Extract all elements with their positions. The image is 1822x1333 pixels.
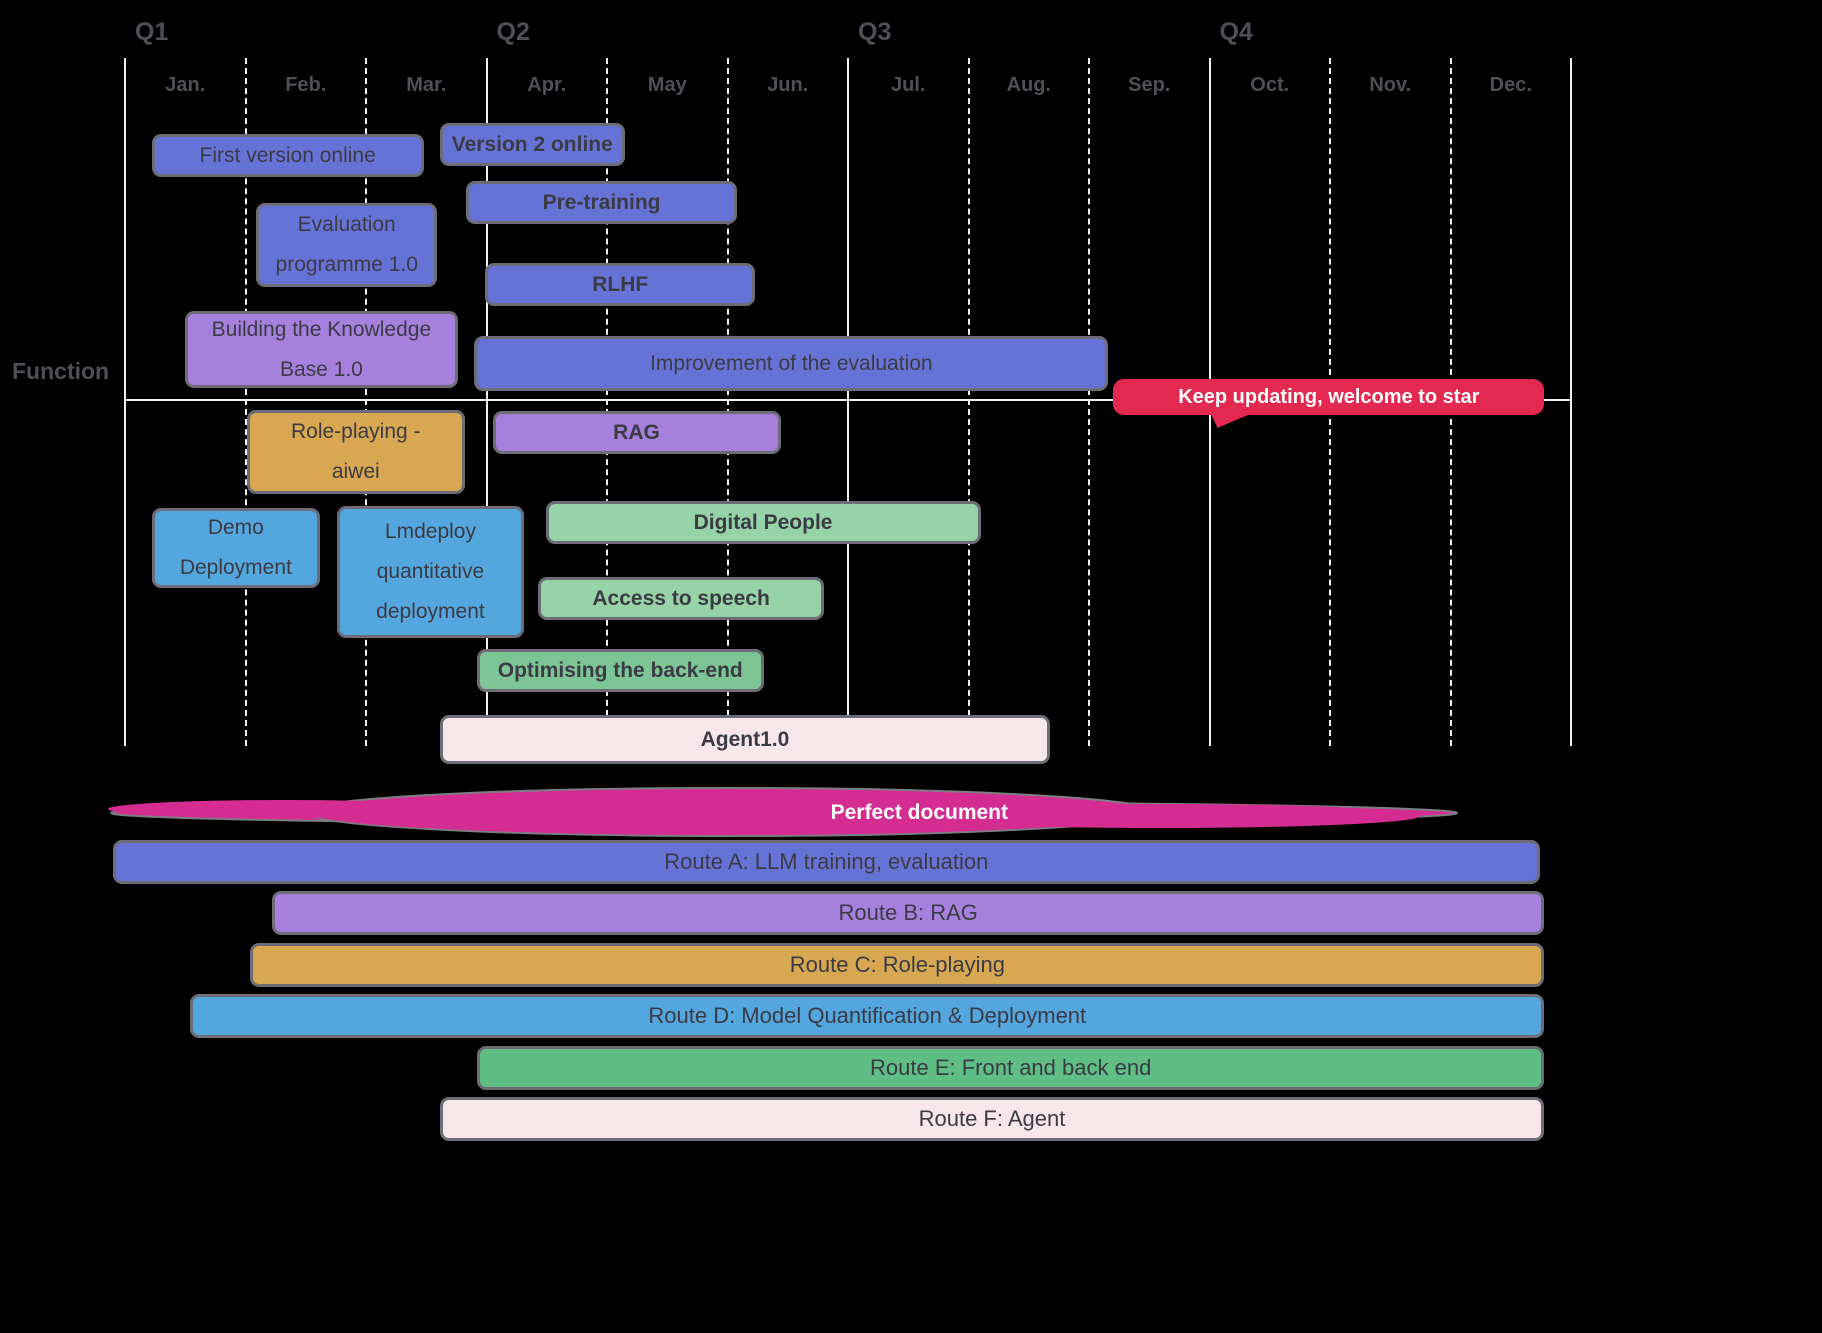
- task-bar-evaluation-programme-1-0: Evaluation programme 1.0: [256, 203, 438, 287]
- month-gridline: [726, 58, 729, 746]
- task-label: Deployment: [179, 556, 292, 579]
- month-gridline: [365, 58, 367, 746]
- month-label-feb: Feb.: [285, 74, 327, 96]
- month-gridline: [606, 58, 608, 746]
- task-bar-rlhf: RLHF: [485, 263, 756, 306]
- task-label: deployment: [376, 600, 485, 623]
- task-label: Optimising the back-end: [497, 658, 743, 682]
- callout-label: Keep updating, welcome to star: [1178, 385, 1480, 408]
- function-label: Function: [12, 358, 110, 384]
- quarter-gridline: [485, 58, 488, 746]
- month-label-jun: Jun.: [767, 74, 809, 96]
- quarter-gridline: [124, 58, 126, 746]
- quarter-label-q3: Q3: [858, 18, 892, 46]
- task-label: Role-playing -: [290, 420, 421, 443]
- quarter-gridline: [1570, 58, 1572, 746]
- route-bar-route-a-llm-training-evaluation: Route A: LLM training, evaluation: [112, 840, 1540, 884]
- quarter-label-q1: Q1: [135, 18, 169, 46]
- month-label-oct: Oct.: [1250, 74, 1290, 96]
- task-label: RLHF: [592, 272, 649, 296]
- callout-tail: [1205, 413, 1253, 428]
- route-label: Route C: Role-playing: [789, 952, 1005, 977]
- task-label: Pre-training: [542, 190, 661, 214]
- task-bar-optimising-the-back-end: Optimising the back-end: [476, 649, 764, 692]
- task-bar-agent1-0: Agent1.0: [439, 715, 1051, 764]
- route-bar-route-e-front-and-back-end: Route E: Front and back end: [476, 1046, 1545, 1090]
- task-label: programme 1.0: [275, 253, 418, 276]
- highlight-label: Perfect document: [830, 801, 1008, 824]
- task-label: Agent1.0: [700, 727, 790, 751]
- task-bar-improvement-of-the-evaluation: Improvement of the evaluation: [474, 336, 1109, 391]
- quarter-label-q2: Q2: [496, 18, 530, 46]
- month-label-dec: Dec.: [1489, 74, 1532, 96]
- task-bar-first-version-online: First version online: [151, 134, 424, 177]
- task-label: Lmdeploy: [384, 520, 476, 543]
- task-label: Digital People: [693, 510, 833, 534]
- route-label: Route F: Agent: [918, 1106, 1066, 1131]
- month-label-apr: Apr.: [527, 74, 567, 96]
- month-gridline: [1088, 58, 1090, 746]
- route-label: Route E: Front and back end: [870, 1055, 1152, 1080]
- month-label-nov: Nov.: [1369, 74, 1412, 96]
- task-label: Base 1.0: [279, 357, 363, 381]
- route-bar-route-d-model-quantification-deployment: Route D: Model Quantification & Deployme…: [190, 994, 1545, 1038]
- route-label: Route A: LLM training, evaluation: [664, 849, 989, 874]
- route-label: Route B: RAG: [838, 900, 978, 925]
- route-bar-route-f-agent: Route F: Agent: [439, 1097, 1545, 1141]
- task-label: Evaluation: [297, 213, 396, 236]
- task-bar-lmdeploy-quantitative-deployment: Lmdeploy quantitative deployment: [337, 506, 524, 638]
- task-bar-rag: RAG: [492, 411, 781, 454]
- brush-stroke-graphic: [108, 787, 1459, 837]
- route-label: Route D: Model Quantification & Deployme…: [648, 1003, 1087, 1028]
- task-bar-pre-training: Pre-training: [466, 181, 738, 224]
- route-bar-route-b-rag: Route B: RAG: [272, 891, 1545, 935]
- month-label-mar: Mar.: [406, 74, 447, 96]
- task-label: Version 2 online: [451, 132, 613, 156]
- task-label: aiwei: [331, 460, 380, 483]
- quarter-gridline: [847, 58, 849, 746]
- task-bar-version-2-online: Version 2 online: [439, 123, 626, 166]
- highlight-brush: Perfect document: [108, 786, 1460, 840]
- task-label: Improvement of the evaluation: [650, 351, 933, 375]
- quarter-label-q4: Q4: [1219, 18, 1253, 46]
- month-label-jul: Jul.: [891, 74, 926, 96]
- task-label: Demo: [207, 516, 264, 539]
- task-label: Access to speech: [592, 586, 770, 610]
- route-bar-route-c-role-playing: Route C: Role-playing: [250, 943, 1545, 987]
- task-label: quantitative: [376, 560, 485, 583]
- task-label: First version online: [199, 143, 376, 167]
- task-bar-access-to-speech: Access to speech: [538, 577, 824, 620]
- month-label-sep: Sep.: [1128, 74, 1171, 96]
- month-gridline: [967, 58, 970, 746]
- month-gridline: [244, 58, 247, 746]
- task-label: RAG: [613, 420, 660, 444]
- task-label: Building the Knowledge: [211, 317, 432, 341]
- task-bar-digital-people: Digital People: [545, 501, 981, 544]
- month-label-may: May: [647, 74, 687, 96]
- month-label-aug: Aug.: [1006, 74, 1051, 96]
- function-row-divider: [125, 399, 1571, 401]
- callout-banner: Keep updating, welcome to star: [1113, 379, 1545, 428]
- month-label-jan: Jan.: [165, 74, 206, 96]
- task-bar-role-playing-aiwei: Role-playing - aiwei: [246, 410, 465, 494]
